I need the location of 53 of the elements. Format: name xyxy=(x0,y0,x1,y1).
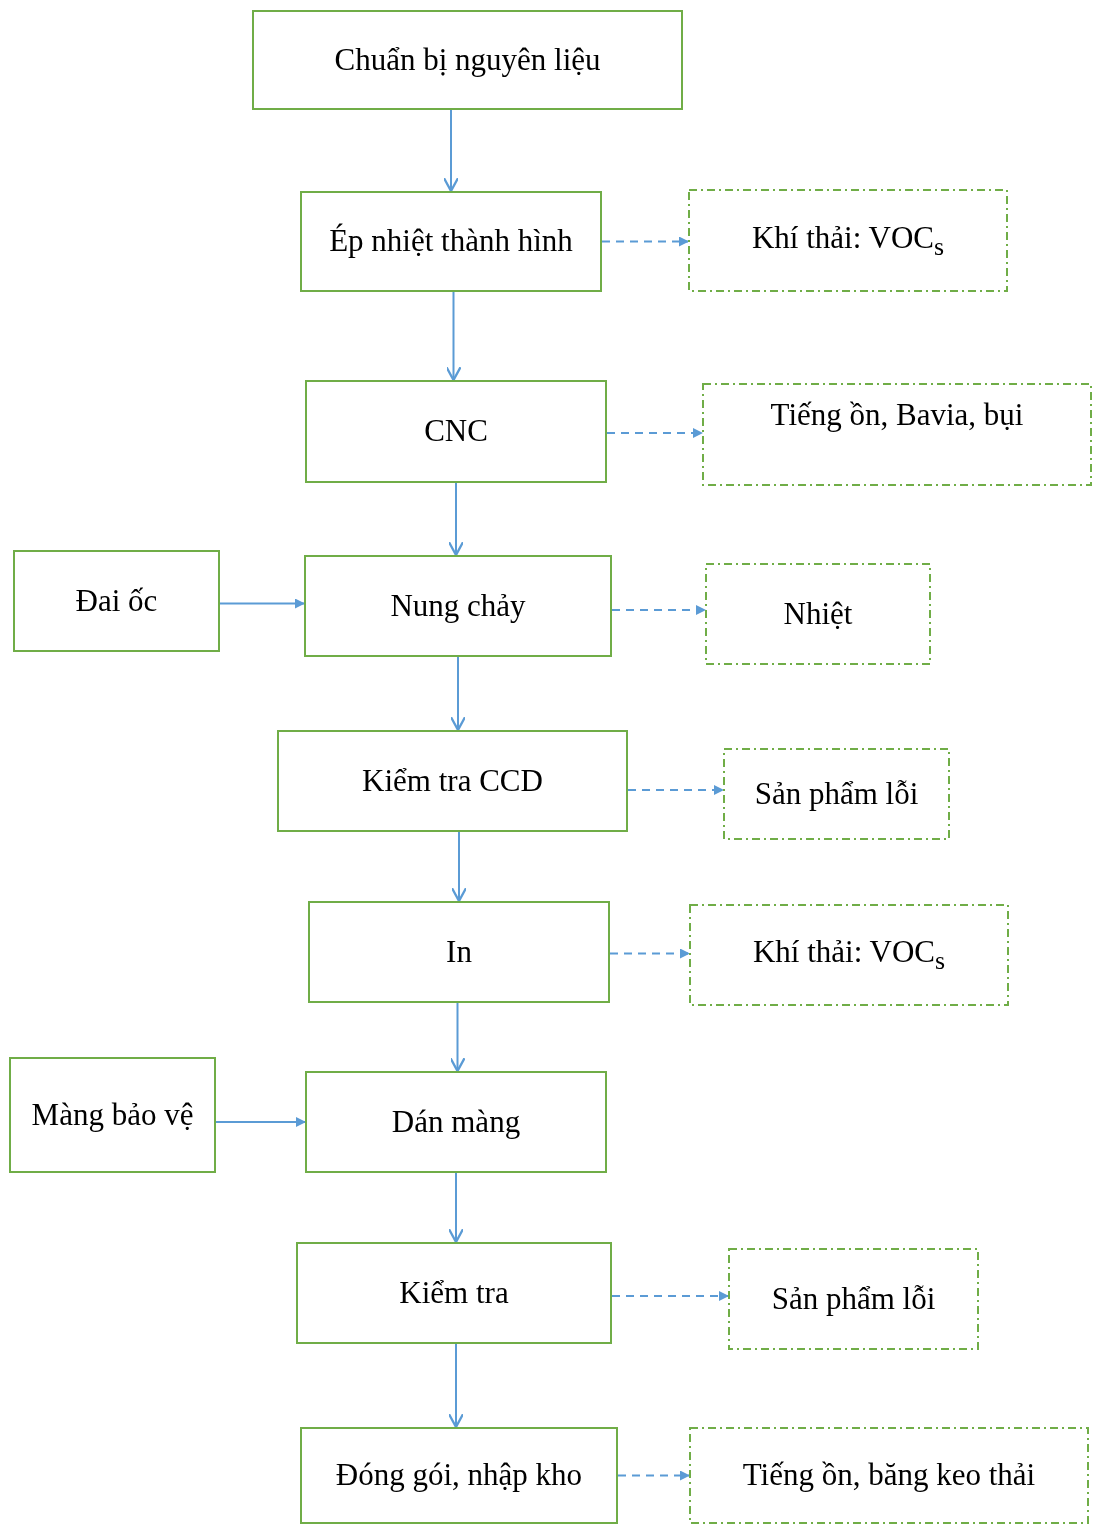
arrow xyxy=(447,1172,465,1244)
arrow xyxy=(447,1343,465,1429)
node-label: Đai ốc xyxy=(75,581,158,620)
node-label: Đóng gói, nhập kho xyxy=(335,1456,583,1495)
arrow xyxy=(447,482,465,557)
node-label: In xyxy=(446,932,472,971)
process-box xyxy=(308,901,610,1003)
node-label: Chuẩn bị nguyên liệu xyxy=(334,40,601,79)
arrow xyxy=(627,785,724,795)
arrow xyxy=(617,1470,690,1481)
arrow xyxy=(215,1117,306,1127)
arrow xyxy=(449,1002,466,1073)
output-box xyxy=(728,1248,979,1350)
node-label: Nhiệt xyxy=(783,594,853,633)
node-label: Khí thải: VOC$_{s}$ xyxy=(751,218,945,263)
node-label: Khí thải: VOC$_{s}$ xyxy=(752,933,946,978)
output-box xyxy=(689,904,1009,1006)
node-label: Sản phẩm lỗi xyxy=(754,774,919,813)
process-box xyxy=(277,730,628,832)
output-box xyxy=(688,189,1008,292)
node-label: Dán màng xyxy=(391,1102,521,1141)
node-label: CNC xyxy=(424,412,488,451)
node-label: Tiếng ồn, Bavia, bụi xyxy=(770,396,1024,434)
process-box xyxy=(13,550,220,652)
process-box xyxy=(296,1242,612,1344)
output-box xyxy=(723,748,950,840)
arrow xyxy=(611,1291,729,1301)
process-box xyxy=(304,555,612,657)
node-label: Kiểm tra xyxy=(399,1273,509,1312)
node-label: Ép nhiệt thành hình xyxy=(329,222,573,261)
node-label: Nung chảy xyxy=(390,586,526,625)
arrow xyxy=(450,831,468,903)
node-label: Sản phẩm lỗi xyxy=(771,1279,936,1318)
arrow xyxy=(601,236,689,247)
process-box xyxy=(300,1427,618,1524)
output-box xyxy=(689,1427,1089,1524)
arrow xyxy=(609,948,690,959)
arrow xyxy=(449,656,467,732)
process-box xyxy=(9,1057,216,1173)
arrow xyxy=(445,291,462,382)
node-label: Màng bảo vệ xyxy=(31,1095,194,1134)
process-box xyxy=(305,1071,607,1173)
arrow xyxy=(611,605,706,615)
arrow xyxy=(442,109,460,193)
node-label: Kiểm tra CCD xyxy=(362,761,543,800)
output-box xyxy=(702,383,1092,486)
arrow xyxy=(219,598,305,609)
output-box xyxy=(705,563,931,665)
process-box xyxy=(252,10,683,110)
process-box xyxy=(300,191,602,292)
process-box xyxy=(305,380,607,483)
arrow xyxy=(606,428,703,438)
node-label: Tiếng ồn, băng keo thải xyxy=(742,1456,1036,1495)
